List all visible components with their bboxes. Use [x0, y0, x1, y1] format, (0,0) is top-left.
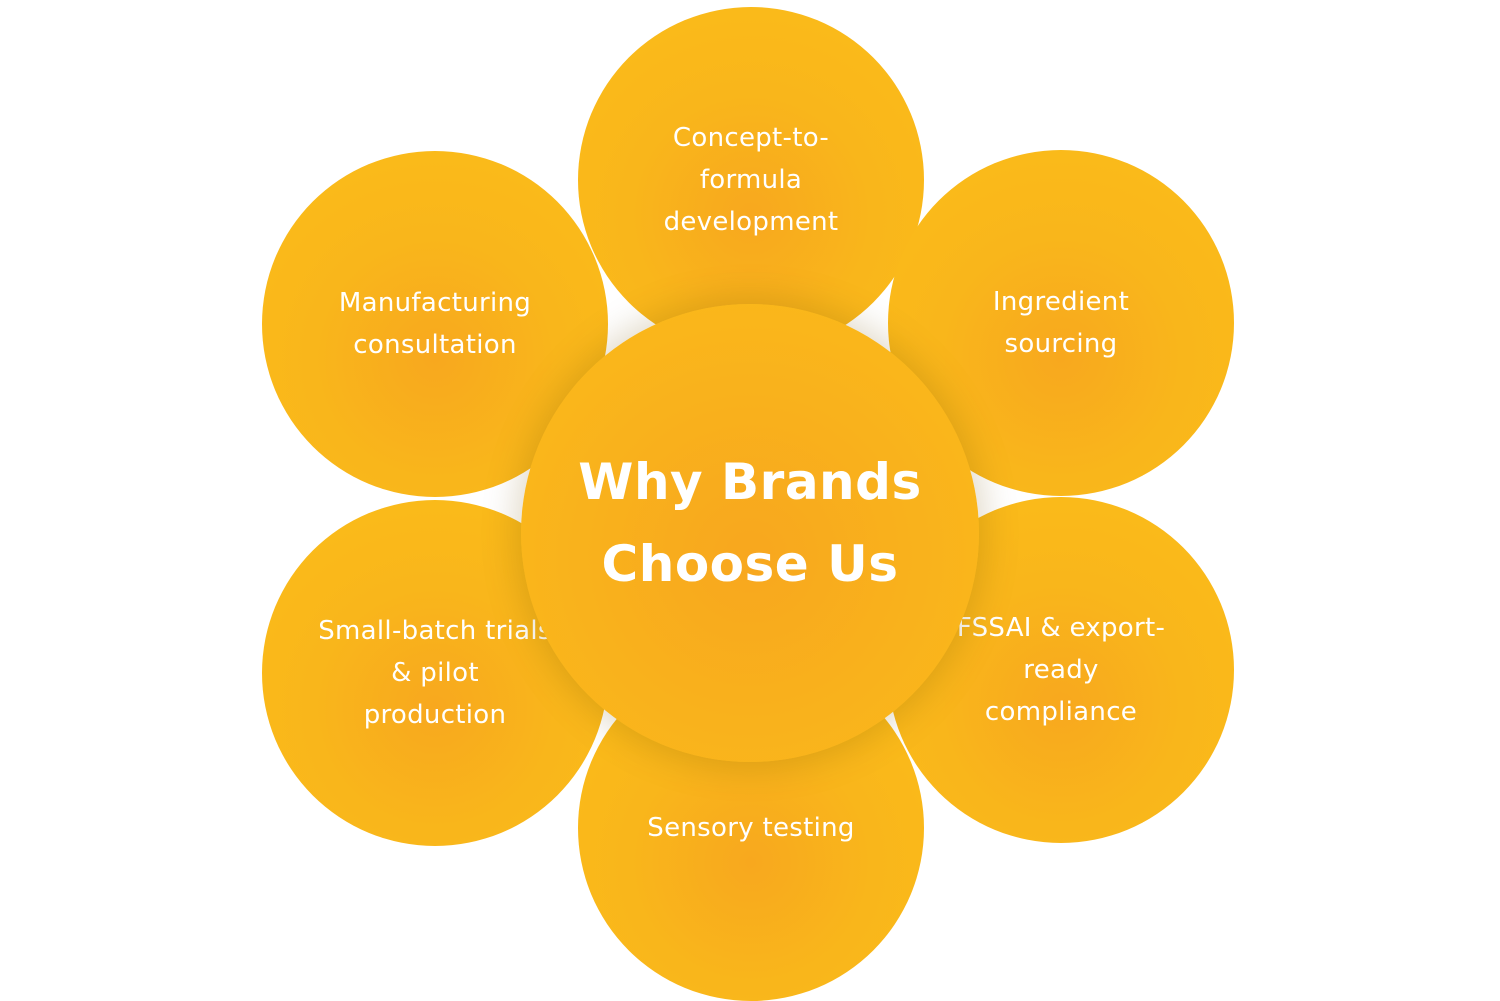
petal-concept-to-formula: Concept-to-formula development	[578, 7, 924, 353]
petal-label: Concept-to-formula development	[663, 123, 839, 237]
petal-label: Manufacturing consultation	[338, 288, 532, 360]
center-title: Why Brands Choose Us	[578, 453, 922, 593]
petal-label: Sensory testing	[647, 813, 855, 843]
center-hub: Why Brands Choose Us	[521, 304, 979, 762]
petal-label: Small-batch trials & pilot production	[318, 616, 552, 730]
petal-label: FSSAI & export-ready compliance	[956, 613, 1166, 727]
petal-small-batch-trials: Small-batch trials & pilot production	[262, 500, 608, 846]
petal-label: Ingredient sourcing	[992, 287, 1130, 359]
